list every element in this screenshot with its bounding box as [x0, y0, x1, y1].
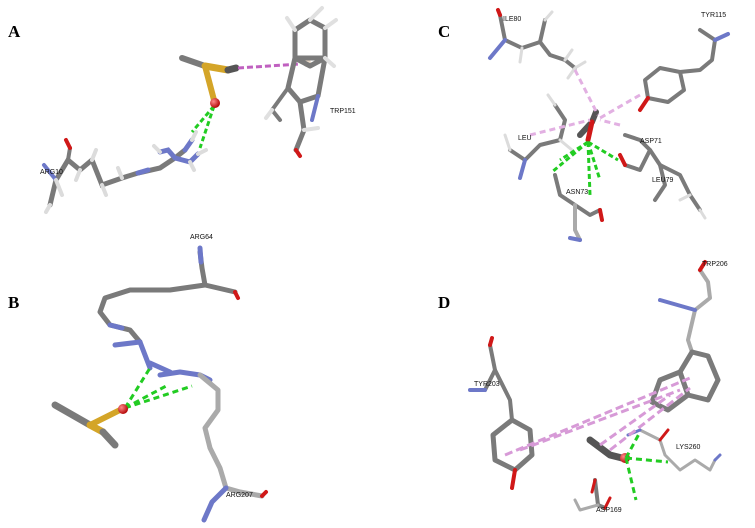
residue-label-tyr115: TYR115	[701, 12, 726, 19]
residue-label-asn73: ASN73	[566, 189, 588, 196]
residue-label-arg10: ARG10	[40, 169, 63, 176]
panel-label-b: B	[8, 293, 20, 312]
panel-a-structure: TRP151 ARG10	[40, 6, 356, 214]
panel-b-structure: ARG64 ARG207	[51, 234, 268, 523]
residue-label-arg207: ARG207	[226, 492, 253, 499]
residue-label-trp151: TRP151	[330, 108, 356, 115]
residue-label-ile80: ILE80	[503, 16, 521, 23]
residue-label-tyr203: TYR203	[474, 381, 500, 388]
residue-label-asp71: ASP71	[640, 138, 662, 145]
residue-label-arg64: ARG64	[190, 234, 213, 241]
residue-label-asp169: ASP169	[596, 507, 622, 514]
panel-label-a: A	[8, 22, 21, 41]
residue-label-lys260: LYS260	[676, 444, 700, 451]
panel-label-d: D	[438, 293, 451, 312]
panel-label-c: C	[438, 22, 451, 41]
panel-d-structure: TRP206 TYR203 LYS260 ASP169	[468, 260, 728, 514]
residue-label-trp206: TRP206	[702, 261, 728, 268]
residue-label-leu79: LEU79	[652, 177, 674, 184]
residue-label-leu: LEU	[518, 135, 532, 142]
panel-c-structure: ILE80 TYR115 ASP71 LEU79 ASN73 LEU	[488, 8, 730, 242]
